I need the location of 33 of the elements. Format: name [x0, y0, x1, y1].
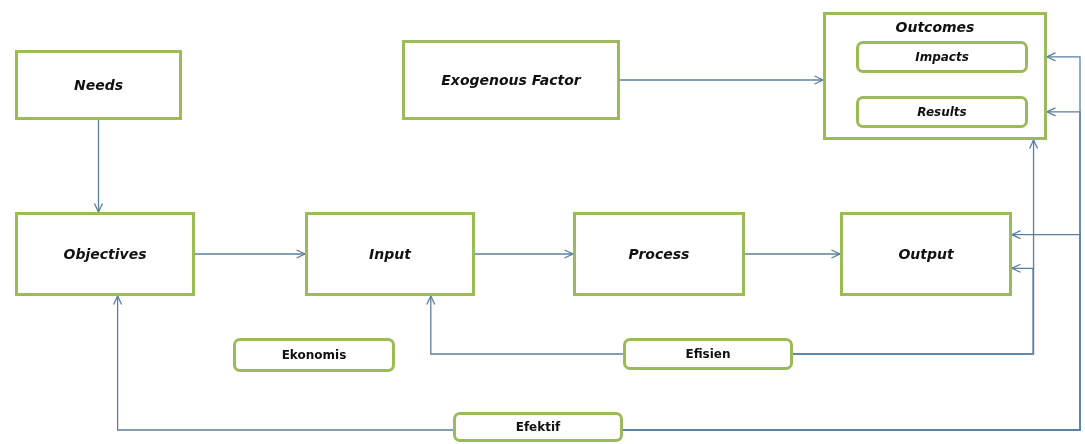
- process-box: [573, 212, 745, 296]
- node-label: Exogenous Factor: [441, 72, 581, 88]
- process-box: [15, 50, 182, 120]
- arrow: [112, 295, 454, 431]
- node-label: Efektif: [515, 420, 561, 434]
- arrow: [619, 75, 824, 85]
- rounded-box: [623, 338, 793, 370]
- process-box: [15, 212, 195, 296]
- rounded-box: [233, 338, 395, 372]
- arrow: [93, 119, 104, 213]
- node-label: Efisien: [685, 347, 731, 361]
- arrow: [426, 295, 624, 355]
- rounded-box: [856, 96, 1028, 128]
- node-label: Impacts: [915, 50, 969, 64]
- process-box: [402, 40, 620, 120]
- process-box: [840, 212, 1012, 296]
- node-label: Needs: [73, 77, 124, 93]
- node-label: Process: [628, 246, 690, 262]
- arrow: [194, 249, 306, 259]
- process-box: [305, 212, 475, 296]
- rounded-box: [453, 412, 623, 442]
- group-box: [823, 12, 1047, 140]
- arrow: [792, 263, 1034, 355]
- node-label: Input: [369, 246, 411, 262]
- node-label: Results: [917, 105, 967, 119]
- node-label: Ekonomis: [281, 348, 347, 362]
- node-label: Output: [898, 246, 954, 262]
- rounded-box: [856, 41, 1028, 73]
- node-label: Outcomes: [895, 19, 975, 35]
- arrow: [474, 249, 574, 259]
- arrow: [744, 249, 841, 259]
- arrow: [622, 230, 1081, 431]
- node-label: Objectives: [63, 246, 147, 262]
